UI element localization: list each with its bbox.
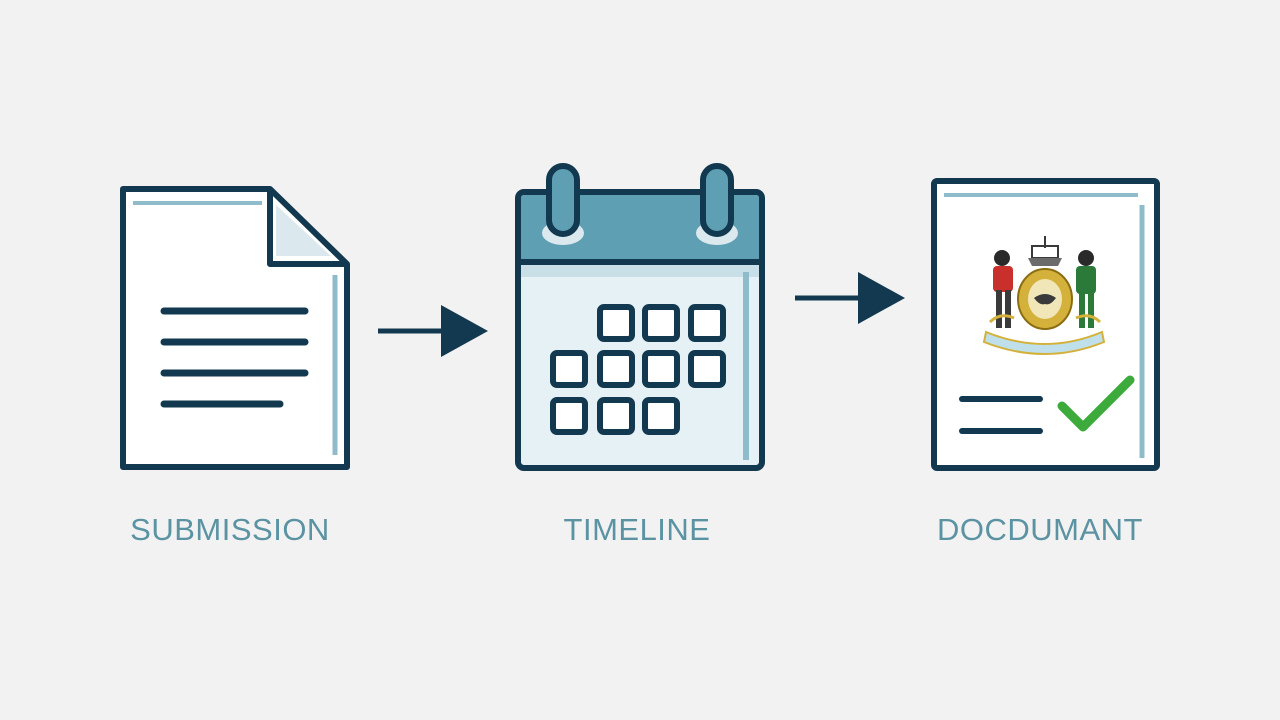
arrow-right-icon <box>795 272 905 324</box>
calendar-icon <box>515 163 765 471</box>
step-label-submission: SUBMISSION <box>130 512 330 547</box>
certified-document-icon <box>931 178 1160 471</box>
checkmark-icon <box>1057 375 1135 432</box>
arrow-right-icon <box>378 305 488 357</box>
state-seal-icon <box>982 236 1106 355</box>
document-icon <box>120 186 350 470</box>
step-label-timeline: TIMELINE <box>563 512 711 547</box>
step-label-document: DOCDUMANT <box>937 512 1143 547</box>
